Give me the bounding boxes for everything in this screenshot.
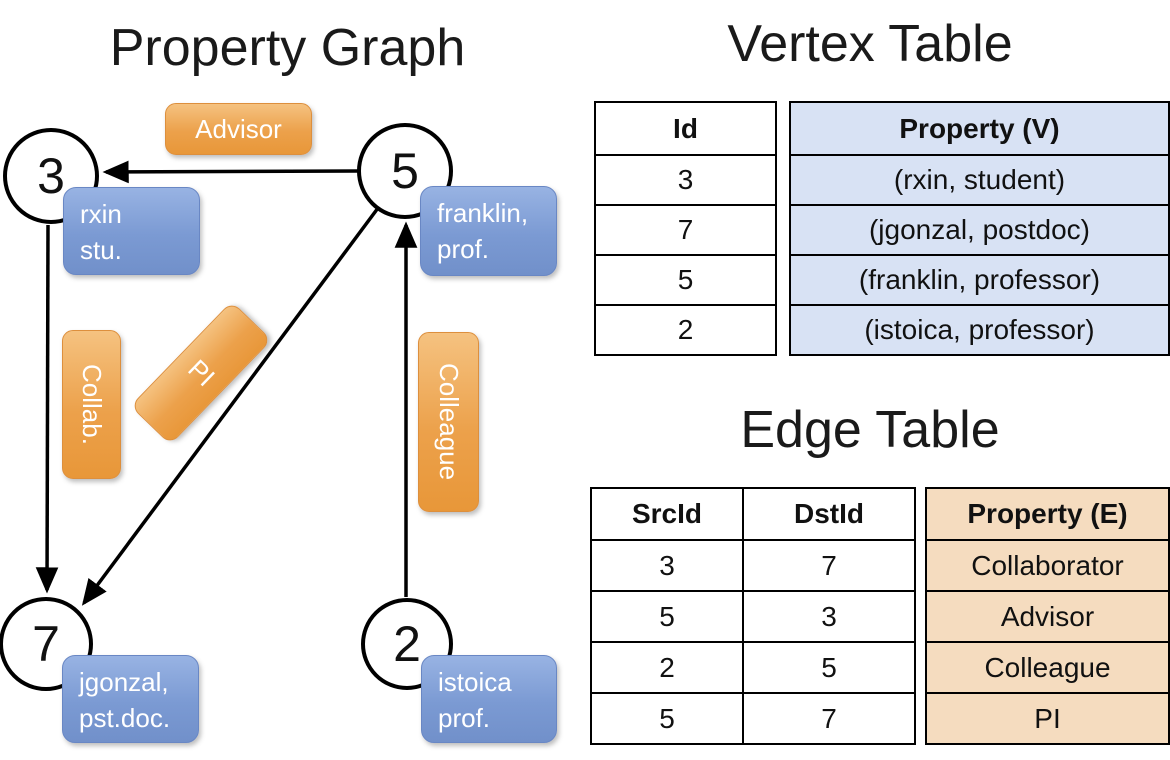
vertex-table-cell-id: 3 <box>594 154 777 206</box>
vertex-table-cell-property: (jgonzal, postdoc) <box>789 204 1170 256</box>
edge-table-property-column: Property (E) Collaborator Advisor Collea… <box>925 487 1170 745</box>
edge-table-cell-property: Colleague <box>925 641 1170 694</box>
edge-table-cell-srcid: 5 <box>590 590 744 643</box>
vertex-label-franklin: franklin, prof. <box>420 186 557 276</box>
vertex-label-rxin-line2: stu. <box>80 235 122 266</box>
edge-table-title: Edge Table <box>740 401 1000 459</box>
edge-pi-5-to-7 <box>81 206 380 606</box>
edge-label-pi-text: PI <box>182 353 221 392</box>
edge-table-cell-dstid: 5 <box>742 641 916 694</box>
vertex-id-3: 3 <box>37 148 65 204</box>
vertex-id-5: 5 <box>391 143 419 199</box>
edge-advisor-5-to-3 <box>102 160 360 184</box>
vertex-label-istoica-line2: prof. <box>438 703 491 734</box>
vertex-label-istoica-line1: istoica <box>438 667 512 697</box>
edge-table-header-dstid: DstId <box>742 487 916 541</box>
edge-label-colleague: Colleague <box>418 332 479 512</box>
edge-label-collab-text: Collab. <box>77 364 107 445</box>
vertex-table-title: Vertex Table <box>727 15 1013 73</box>
vertex-table-cell-id: 7 <box>594 204 777 256</box>
vertex-table-property-column: Property (V) (rxin, student) (jgonzal, p… <box>789 101 1170 356</box>
vertex-table-id-column: Id 3 7 5 2 <box>594 101 777 356</box>
vertex-label-jgonzal-line1: jgonzal, <box>79 667 169 697</box>
vertex-table-cell-id: 2 <box>594 304 777 356</box>
edge-table-id-columns: SrcId DstId 3 7 5 3 2 5 5 7 <box>590 487 916 745</box>
vertex-id-7: 7 <box>32 616 60 672</box>
vertex-label-istoica: istoica prof. <box>421 655 557 743</box>
vertex-table-cell-property: (rxin, student) <box>789 154 1170 206</box>
vertex-label-franklin-line2: prof. <box>437 234 490 265</box>
edge-collab-3-to-7 <box>35 224 59 594</box>
edge-table-cell-property: PI <box>925 692 1170 745</box>
vertex-label-rxin-line1: rxin <box>80 199 122 229</box>
vertex-label-jgonzal: jgonzal, pst.doc. <box>62 655 199 743</box>
edge-label-collab: Collab. <box>62 330 121 479</box>
property-graph-title: Property Graph <box>109 19 466 77</box>
edge-label-advisor-text: Advisor <box>195 113 282 144</box>
vertex-table-cell-id: 5 <box>594 254 777 306</box>
edge-table-cell-srcid: 2 <box>590 641 744 694</box>
edge-table-cell-dstid: 7 <box>742 539 916 592</box>
vertex-table-cell-property: (istoica, professor) <box>789 304 1170 356</box>
edge-label-advisor: Advisor <box>165 103 312 155</box>
vertex-label-jgonzal-line2: pst.doc. <box>79 703 171 734</box>
vertex-label-rxin: rxin stu. <box>63 187 200 275</box>
vertex-table-header-id: Id <box>594 101 777 156</box>
edge-table-cell-srcid: 5 <box>590 692 744 745</box>
vertex-table-header-property: Property (V) <box>789 101 1170 156</box>
edge-table-header-srcid: SrcId <box>590 487 744 541</box>
vertex-id-2: 2 <box>393 616 421 672</box>
edge-table-cell-srcid: 3 <box>590 539 744 592</box>
vertex-label-franklin-line1: franklin, <box>437 198 529 228</box>
vertex-table-cell-property: (franklin, professor) <box>789 254 1170 306</box>
edge-table-cell-dstid: 3 <box>742 590 916 643</box>
edge-table-cell-property: Collaborator <box>925 539 1170 592</box>
edge-table-cell-dstid: 7 <box>742 692 916 745</box>
edge-table-cell-property: Advisor <box>925 590 1170 643</box>
edge-label-colleague-text: Colleague <box>434 363 464 481</box>
edge-table-header-property: Property (E) <box>925 487 1170 541</box>
